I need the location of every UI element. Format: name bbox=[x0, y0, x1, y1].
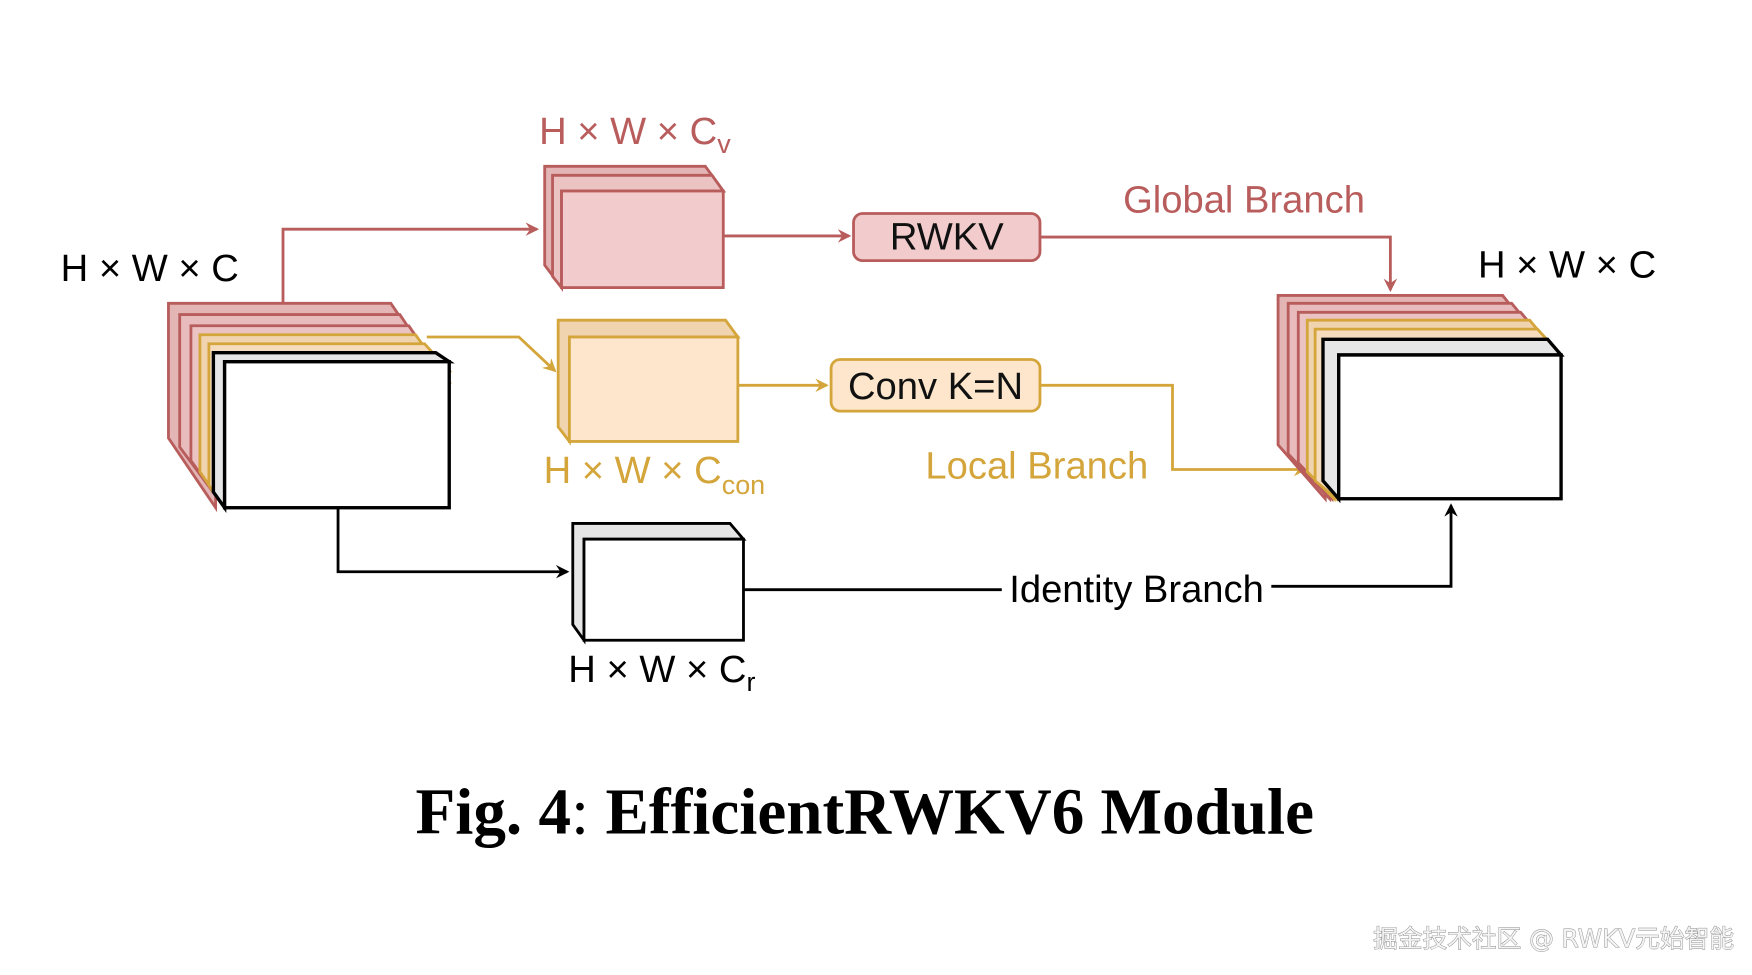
identity-tensor-label: H × W × Cr bbox=[568, 648, 755, 697]
identity-tensor bbox=[571, 522, 747, 645]
arrow-input-to-local bbox=[426, 335, 557, 373]
local-tensor-label: H × W × Ccon bbox=[544, 449, 766, 500]
arrow-input-to-identity bbox=[336, 507, 570, 579]
global-branch-arrow bbox=[1039, 235, 1398, 293]
input-tensor-label: H × W × C bbox=[61, 247, 239, 290]
local-tensor bbox=[556, 318, 741, 446]
output-tensor-label: H × W × C bbox=[1478, 243, 1656, 286]
caption-title: EfficientRWKV6 Module bbox=[605, 776, 1314, 848]
arrow-input-to-global bbox=[281, 222, 540, 304]
rwkv-box: RWKV bbox=[852, 212, 1042, 263]
caption-separator: : bbox=[571, 776, 589, 848]
watermark: 掘金技术社区 @ RWKV元始智能 bbox=[1373, 924, 1734, 953]
global-tensor-label: H × W × Cv bbox=[539, 110, 731, 159]
local-branch-label: Local Branch bbox=[925, 445, 1148, 488]
figure-caption: Fig. 4: EfficientRWKV6 Module bbox=[415, 776, 1314, 848]
global-tensor bbox=[543, 164, 727, 292]
local-branch-arrow bbox=[1039, 383, 1308, 477]
rwkv-label: RWKV bbox=[890, 215, 1004, 258]
conv-label: Conv K=N bbox=[848, 365, 1023, 408]
global-branch-label: Global Branch bbox=[1123, 178, 1365, 221]
conv-box: Conv K=N bbox=[829, 358, 1042, 413]
identity-branch-label: Identity Branch bbox=[1009, 568, 1264, 611]
input-tensor bbox=[167, 301, 455, 513]
caption-prefix: Fig. 4 bbox=[415, 776, 571, 848]
output-tensor bbox=[1276, 294, 1565, 504]
input-identity-slices bbox=[211, 351, 455, 513]
identity-branch-arrow bbox=[1271, 503, 1458, 588]
output-identity-slices bbox=[1321, 337, 1565, 504]
